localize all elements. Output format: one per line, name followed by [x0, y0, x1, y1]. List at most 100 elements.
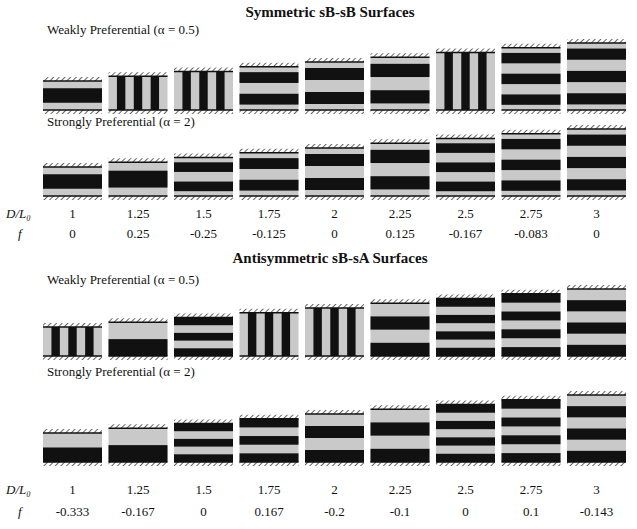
surface-hatch: [305, 356, 364, 360]
row-label: Strongly Preferential (α = 2): [47, 364, 195, 379]
b-layer: [371, 316, 430, 329]
b-layer: [174, 348, 233, 356]
surface-hatch: [371, 110, 430, 114]
b-layer: [305, 450, 364, 462]
b-layer: [502, 180, 561, 190]
b-layer: [436, 454, 495, 462]
b-layer: [305, 154, 364, 166]
surface-line: [43, 80, 102, 82]
frustration-value: 0: [69, 226, 76, 241]
surface-hatch: [502, 196, 561, 200]
film-body: [109, 428, 168, 462]
film: [305, 410, 364, 466]
surface-line: [240, 66, 299, 68]
film: [43, 163, 102, 200]
surface-line: [371, 143, 430, 145]
film-body: [109, 76, 168, 110]
surface-line: [174, 317, 233, 319]
surface-hatch: [174, 356, 233, 360]
b-layer: [436, 315, 495, 323]
film: [174, 154, 233, 201]
b-stripe: [134, 76, 142, 110]
row-label: Weakly Preferential (α = 0.5): [47, 22, 199, 37]
surface-hatch: [174, 420, 233, 424]
b-layer: [502, 94, 561, 104]
b-layer: [567, 71, 626, 82]
b-layer: [240, 419, 299, 428]
surface-hatch: [43, 323, 102, 327]
surface-line: [174, 195, 233, 197]
film-body: [567, 129, 626, 196]
surface-hatch: [567, 110, 626, 114]
b-layer: [305, 68, 364, 80]
b-layer: [567, 451, 626, 462]
surface-hatch: [305, 410, 364, 414]
film: [305, 58, 364, 114]
surface-hatch: [305, 58, 364, 62]
film-body: [240, 67, 299, 110]
surface-line: [567, 109, 626, 111]
axis-label: f: [18, 226, 22, 241]
surface-line: [43, 355, 102, 357]
b-layer: [43, 448, 102, 463]
film-body: [174, 424, 233, 463]
surface-hatch: [109, 158, 168, 162]
surface-hatch: [174, 196, 233, 200]
b-layer: [174, 182, 233, 192]
surface-hatch: [436, 49, 495, 53]
b-layer: [371, 90, 430, 103]
b-layer: [567, 93, 626, 104]
b-layer: [43, 174, 102, 189]
film-body: [567, 395, 626, 462]
surface-hatch: [305, 304, 364, 308]
surface-line: [436, 461, 495, 463]
film: [240, 309, 299, 360]
film: [109, 318, 168, 360]
surface-hatch: [240, 110, 299, 114]
film: [109, 158, 168, 200]
surface-line: [371, 303, 430, 305]
surface-line: [502, 47, 561, 49]
film-body: [43, 433, 102, 462]
b-layer: [43, 88, 102, 103]
film: [371, 299, 430, 360]
surface-hatch: [43, 196, 102, 200]
surface-hatch: [567, 39, 626, 43]
section-title: Antisymmetric sB-sA Surfaces: [233, 250, 428, 267]
surface-hatch: [240, 196, 299, 200]
film: [567, 391, 626, 466]
surface-line: [305, 109, 364, 111]
surface-line: [567, 461, 626, 463]
thickness-value: 1.5: [195, 206, 211, 221]
surface-line: [436, 404, 495, 406]
surface-line: [43, 109, 102, 111]
film-body: [174, 72, 233, 111]
b-stripe: [347, 308, 355, 356]
b-layer: [567, 49, 626, 60]
surface-hatch: [371, 299, 430, 303]
film-body: [436, 405, 495, 463]
film-body: [436, 139, 495, 197]
frustration-value: 0: [593, 226, 600, 241]
surface-hatch: [567, 356, 626, 360]
thickness-value: 1.5: [195, 482, 211, 497]
surface-line: [502, 293, 561, 295]
b-layer: [502, 329, 561, 338]
surface-line: [436, 138, 495, 140]
surface-line: [436, 109, 495, 111]
surface-line: [371, 409, 430, 411]
b-layer: [567, 179, 626, 190]
thickness-value: 1: [69, 482, 76, 497]
b-layer: [436, 348, 495, 356]
surface-line: [109, 428, 168, 430]
b-layer: [502, 139, 561, 149]
surface-line: [305, 195, 364, 197]
surface-line: [371, 195, 430, 197]
b-layer: [240, 158, 299, 169]
film-body: [567, 43, 626, 110]
b-stripe: [68, 327, 76, 356]
surface-hatch: [305, 462, 364, 466]
b-layer: [567, 406, 626, 417]
film-body: [109, 322, 168, 356]
surface-hatch: [109, 424, 168, 428]
